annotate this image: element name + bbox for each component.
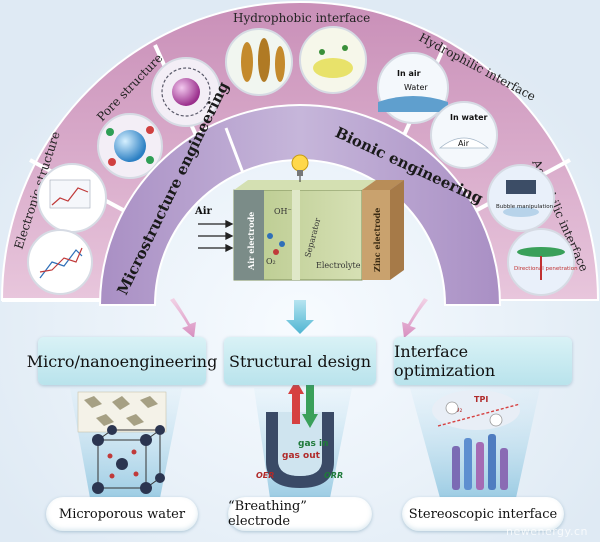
hydrophilic-insets: In air Water In water Air: [377, 52, 498, 169]
label-electrolyte: Electrolyte: [316, 261, 361, 270]
label-air-bubble: Air: [458, 139, 470, 148]
watermark: newenergy.cn: [505, 525, 588, 538]
panel-interface-optimization: Interface optimization: [394, 337, 572, 385]
middle-ring-divider: [224, 127, 245, 174]
label-air-electrode: Air electrode: [246, 212, 256, 271]
panel-title-interface-optimization: Interface optimization: [394, 342, 496, 380]
middle-ring: [98, 104, 502, 306]
label-air: Air: [194, 206, 213, 217]
nanorods: [452, 434, 508, 490]
panel-structural-design: Structural design: [224, 337, 376, 385]
ion-dots: [267, 233, 285, 255]
label-bubble-manipulation: Bubble manipulation: [496, 204, 554, 210]
caption-microporous-water: Microporous water: [46, 497, 198, 531]
caption-text-microporous-water: Microporous water: [58, 506, 186, 522]
panel-micro-nanoengineering: Micro/nanoengineering: [27, 337, 217, 385]
label-gas-in: gas in: [298, 439, 329, 449]
zinc-electrode-block: [362, 190, 390, 280]
hydrophobic-insets: [225, 26, 367, 96]
label-orr: ORR: [324, 471, 343, 480]
breathing-electrode: gas in gas out OER ORR: [256, 380, 343, 488]
label-in-water: In water: [450, 113, 487, 122]
separator-block: [292, 190, 300, 280]
air-arrows: [198, 219, 234, 253]
label-oer: OER: [256, 471, 274, 480]
label-zinc-electrode: Zinc electrode: [372, 208, 382, 272]
caption-breathing-electrode: “Breathing” electrode: [228, 497, 372, 531]
caption-text-stereoscopic-interface: Stereoscopic interface: [408, 506, 558, 522]
sector-label-hydrophobic: Hydrophobic interface: [233, 11, 370, 25]
aerophilic-insets: Bubble manipulation Directional penetrat…: [487, 164, 578, 296]
label-directional-penetration: Directional penetration: [514, 266, 578, 272]
stereoscopic-interface: TPI O₂: [432, 390, 521, 490]
label-o2: O₂: [266, 257, 276, 266]
lightbulb-icon: [291, 154, 309, 182]
air-electrode-block: [234, 190, 264, 280]
caption-text-breathing-electrode: “Breathing” electrode: [228, 499, 307, 529]
label-water: Water: [404, 83, 428, 92]
electronic-insets: [27, 163, 107, 295]
pore-insets: [97, 57, 221, 179]
down-arrows: [170, 298, 428, 338]
label-tpi: TPI: [474, 395, 488, 404]
label-gas-out: gas out: [282, 451, 321, 461]
panel-title-micro-nanoengineering: Micro/nanoengineering: [26, 351, 218, 371]
caption-stereoscopic-interface: Stereoscopic interface: [402, 497, 564, 531]
label-interface-o2: O₂: [454, 406, 463, 414]
panel-title-structural-design: Structural design: [228, 351, 371, 371]
microporous-lattice: [77, 391, 167, 494]
battery-cell: [233, 180, 404, 281]
label-in-air: In air: [397, 69, 421, 78]
label-oh: OH⁻: [274, 207, 292, 216]
